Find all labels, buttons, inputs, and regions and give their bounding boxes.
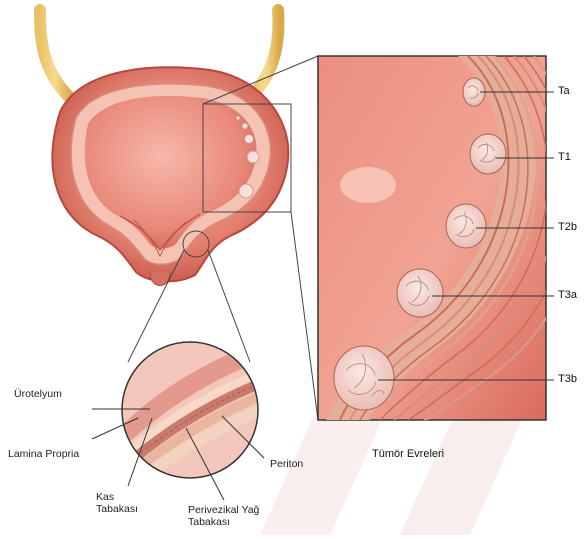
label-perivesical-line2: Tabakası: [188, 516, 259, 528]
stage-label-t1: T1: [558, 151, 571, 164]
stage-label-t2b: T2b: [558, 221, 577, 234]
label-muscle-line1: Kas: [96, 491, 138, 503]
bladder: [52, 67, 288, 285]
tumor-stage-zoom-panel: [318, 56, 582, 420]
label-urothelium: Ürotelyum: [14, 388, 62, 400]
tumor-t1: [470, 134, 506, 174]
stage-label-t3a: T3a: [558, 289, 577, 302]
label-perivesical-line1: Perivezikal Yağ: [188, 504, 259, 516]
tumor-t3b: [334, 346, 394, 410]
stage-label-ta: Ta: [558, 85, 570, 98]
stage-label-t3b: T3b: [558, 373, 577, 386]
label-muscle-layer: Kas Tabakası: [96, 491, 138, 515]
label-muscle-line2: Tabakası: [96, 503, 138, 515]
label-perivesical-fat: Perivezikal Yağ Tabakası: [188, 504, 259, 528]
label-lamina-propria: Lamina Propria: [8, 448, 79, 460]
label-peritoneum: Periton: [270, 458, 303, 470]
tumor-stages-caption: Tümör Evreleri: [372, 448, 444, 461]
tumor-t2b: [446, 204, 486, 248]
tumor-t3a: [397, 269, 443, 317]
